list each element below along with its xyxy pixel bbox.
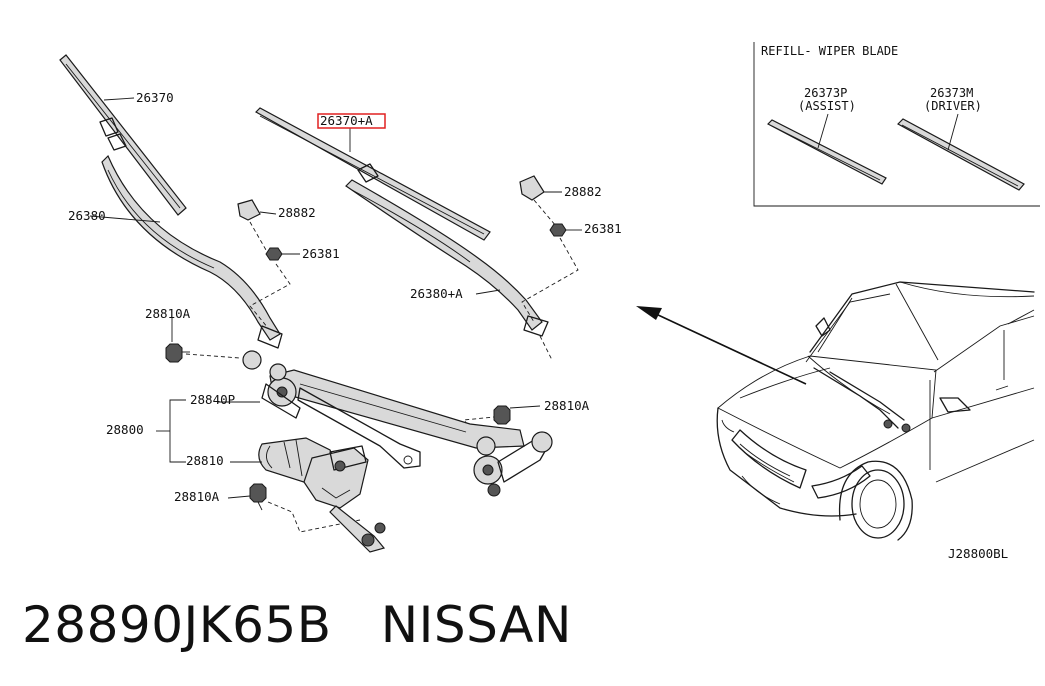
bolt-top-left: 28810A (145, 306, 191, 363)
refill-assist-strip (766, 113, 887, 185)
highlight-box (317, 113, 386, 129)
label-28882-right: 28882 (564, 184, 602, 199)
label-26381-left: 26381 (302, 246, 340, 261)
bolt-bottom-left: 28810A (174, 483, 267, 511)
refill-box: REFILL- WIPER BLADE 26373P (ASSIST) 2637… (753, 42, 1040, 207)
direction-arrow (636, 306, 807, 385)
label-28840p: 28840P (190, 392, 235, 407)
footer-title: 28890JK65B NISSAN (22, 596, 572, 654)
refill-assist-label: (ASSIST) (798, 99, 856, 113)
refill-box-title: REFILL- WIPER BLADE (761, 44, 898, 58)
label-28800: 28800 (106, 422, 144, 437)
refill-driver-label: (DRIVER) (924, 99, 982, 113)
bolt-right: 28810A (493, 398, 590, 425)
refill-driver-strip (897, 113, 1025, 191)
cap-left: 28882 (237, 199, 316, 221)
refill-assist-part: 26373P (804, 86, 847, 100)
nut-left: 26381 (265, 246, 340, 261)
label-26381-right: 26381 (584, 221, 622, 236)
assembly-bracket: 28800 (106, 399, 186, 463)
label-28810: 28810 (186, 453, 224, 468)
label-26370: 26370 (136, 90, 174, 105)
part-number: 28890JK65B (22, 596, 332, 654)
driver-wiper-blade: 26370+A (255, 107, 491, 241)
cap-right: 28882 (519, 175, 602, 201)
refill-driver-part: 26373M (930, 86, 973, 100)
wiper-motor: 28810 (186, 437, 386, 553)
label-28810a-top: 28810A (145, 306, 191, 321)
car-illustration (716, 281, 1035, 541)
driver-wiper-arm: 26380+A (345, 179, 549, 337)
label-26370-a: 26370+A (320, 113, 373, 128)
label-26380-a: 26380+A (410, 286, 463, 301)
assist-wiper-blade: 26370 (59, 54, 187, 216)
label-28810a-right: 28810A (544, 398, 590, 413)
label-28882-left: 28882 (278, 205, 316, 220)
diagram-code: J28800BL (948, 546, 1008, 561)
wiper-linkage: 28840P (190, 350, 553, 497)
brand-name: NISSAN (380, 596, 572, 654)
nut-right: 26381 (549, 221, 622, 237)
label-26380: 26380 (68, 208, 106, 223)
assist-wiper-arm: 26380 (68, 154, 283, 349)
label-28810a-bottom: 28810A (174, 489, 220, 504)
